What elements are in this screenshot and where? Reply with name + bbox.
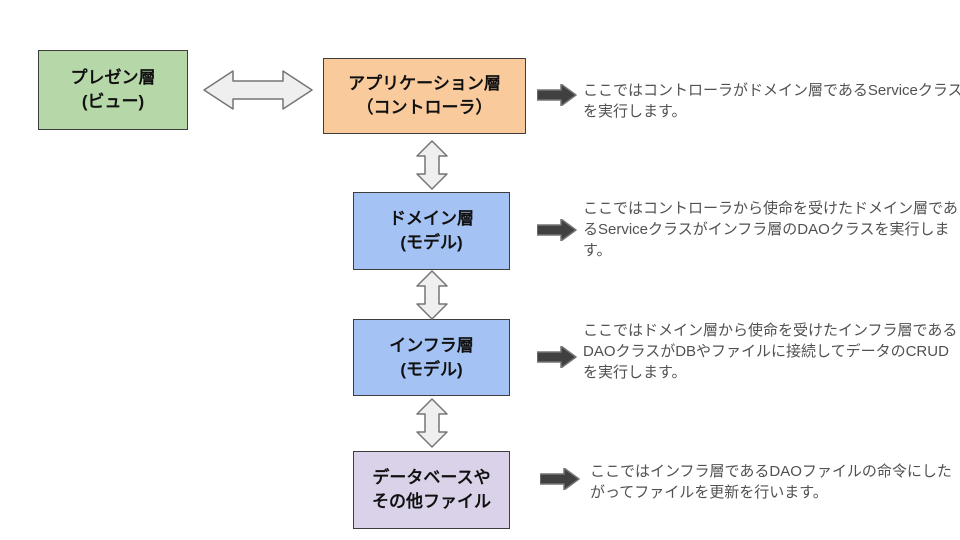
note-database-layer: ここではインフラ層であるDAOファイルの命令にした がってファイルを更新を行いま… [590,461,952,503]
box-label-line: インフラ層 [389,335,474,355]
arrow-right-icon [537,219,577,241]
note-line: がってファイルを更新を行います。 [590,484,828,501]
arrow-right-icon [537,84,577,106]
note-domain-layer: ここではコントローラから使命を受けたドメイン層であ るServiceクラスがイン… [583,198,958,261]
bidirectional-arrow-vertical-icon [416,398,448,448]
note-infrastructure-layer: ここではドメイン層から使命を受けたインフラ層である DAOクラスがDBやファイル… [583,320,957,383]
note-line: ここではコントローラから使命を受けたドメイン層であ [583,200,958,217]
note-line: DAOクラスがDBやファイルに接続してデータのCRUD [583,343,949,360]
note-application-layer: ここではコントローラがドメイン層であるServiceクラス を実行します。 [583,80,960,122]
bidirectional-arrow-vertical-icon [416,140,448,190]
box-label-line: プレゼン層 [70,68,156,87]
box-label-line: アプリケーション層 [348,74,501,93]
box-application-layer: アプリケーション層 （コントローラ） [323,58,526,134]
note-line: を実行します。 [583,103,687,120]
box-database-layer: データベースや その他ファイル [353,451,510,529]
note-line: を実行します。 [583,364,687,381]
bidirectional-arrow-horizontal-icon [203,70,313,110]
box-label-line: その他ファイル [372,492,491,511]
note-line: ここではドメイン層から使命を受けたインフラ層である [583,322,958,339]
note-line: ここではコントローラがドメイン層であるServiceクラス [583,82,960,99]
box-infrastructure-layer: インフラ層 (モデル) [353,319,510,396]
arrow-right-icon [537,346,577,368]
note-line: るServiceクラスがインフラ層のDAOクラスを実行しま [583,221,950,238]
box-label-line: データベースや [372,468,491,487]
box-label-line: (モデル) [400,359,463,379]
box-label-line: ドメイン層 [389,209,474,228]
note-line: す。 [583,242,612,259]
arrow-right-icon [540,468,580,490]
box-presentation-layer: プレゼン層 (ビュー) [38,50,188,130]
box-label-line: （コントローラ） [356,98,493,117]
note-line: ここではインフラ層であるDAOファイルの命令にした [590,463,952,480]
box-domain-layer: ドメイン層 (モデル) [353,192,510,270]
bidirectional-arrow-vertical-icon [416,270,448,320]
box-label-line: (ビュー) [81,92,145,111]
box-label-line: (モデル) [400,233,463,252]
